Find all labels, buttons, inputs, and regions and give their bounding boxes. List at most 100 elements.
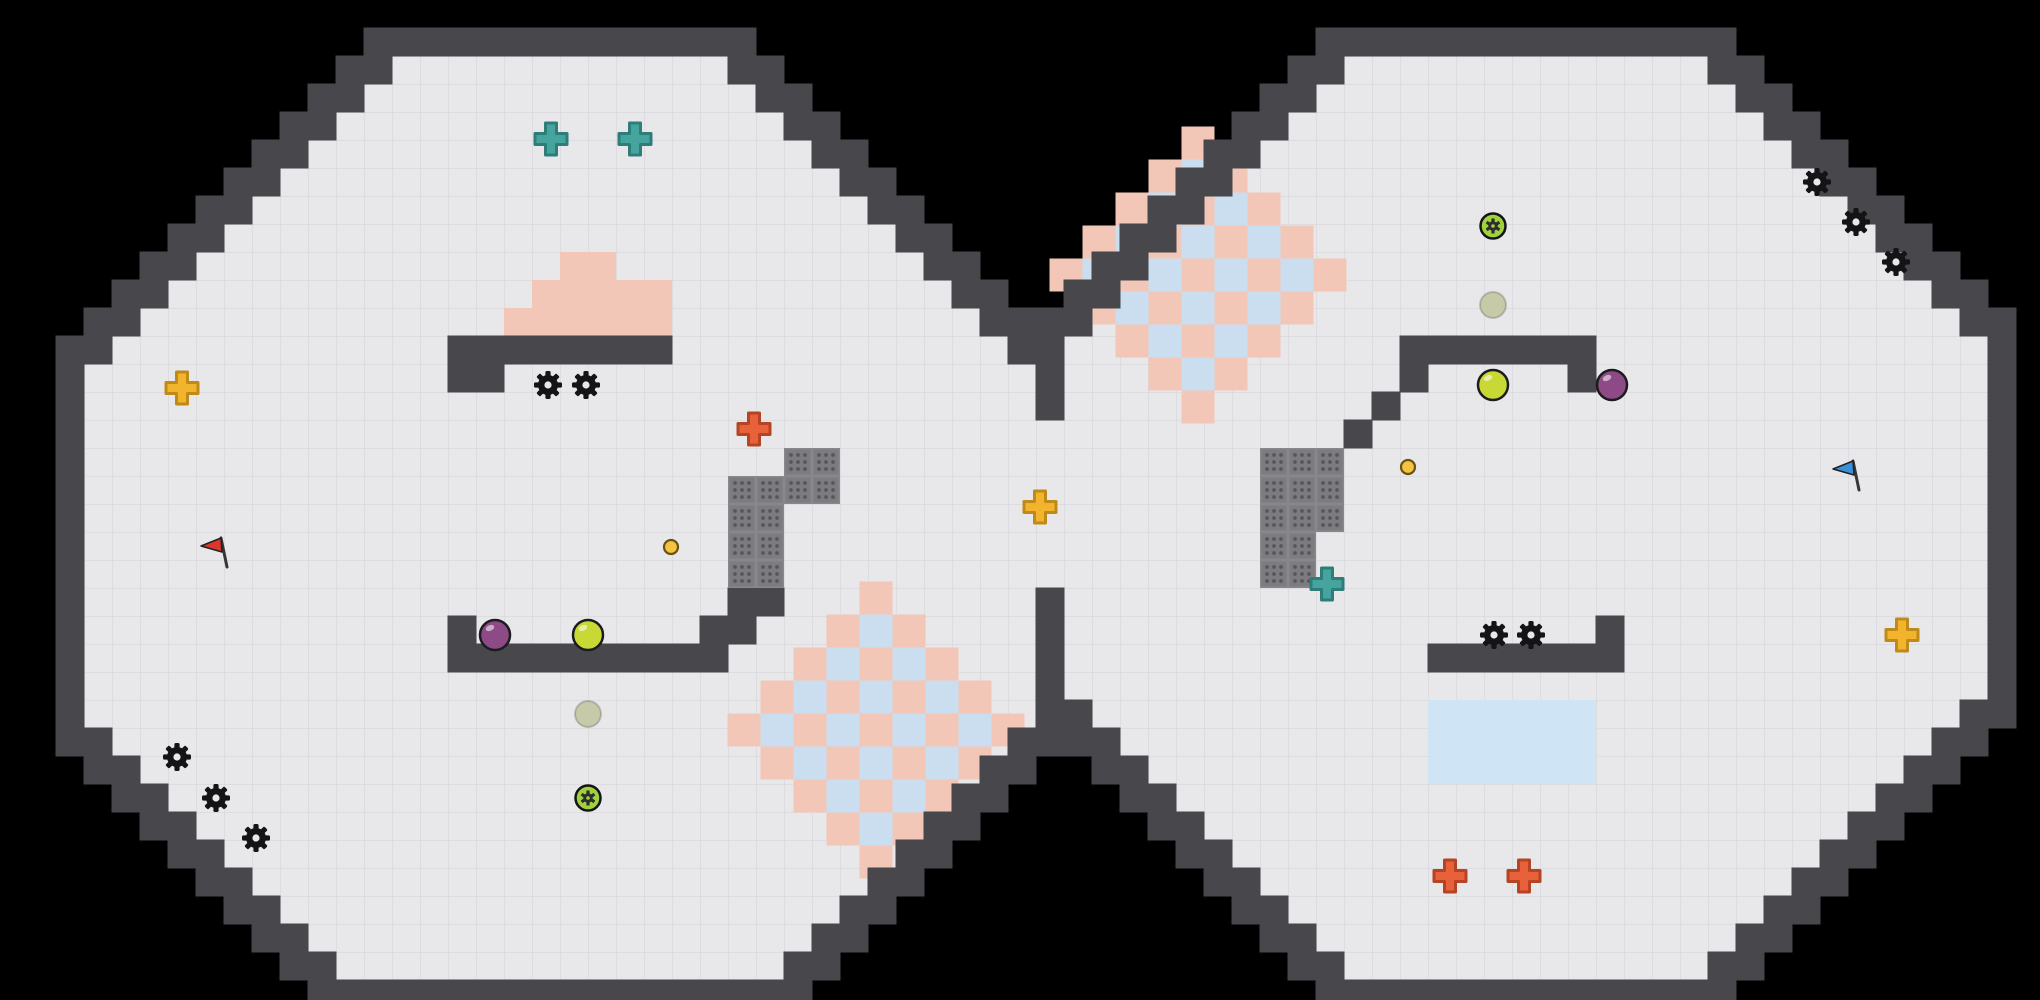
platform-tile [1567,335,1597,365]
checker-tile [892,680,926,714]
checker-tile [958,713,992,747]
blue-tile [1456,728,1484,756]
platform-tile [447,643,477,673]
checker-tile [859,647,893,681]
red-flag-icon [200,536,229,569]
platform-tile [1539,335,1569,365]
brick-tile [1316,476,1344,504]
checker-tile [925,746,959,780]
brick-tile [1260,476,1288,504]
checker-tile [727,713,761,747]
platform-tile [615,643,645,673]
checker-tile [859,614,893,648]
platform-tile [643,335,673,365]
checker-tile [1148,357,1182,391]
checker-tile [793,680,827,714]
checker-tile [1247,225,1281,259]
platform-tile [1399,363,1429,393]
checker-tile [1280,258,1314,292]
brick-tile [1288,448,1316,476]
platform-tile [1371,391,1401,421]
gear-ball [1479,212,1507,240]
cross-pickup-orange-icon [736,411,772,447]
lime-ball [1476,368,1510,402]
purple-ball [1595,368,1629,402]
brick-tile [756,504,784,532]
pink-tile [560,280,588,308]
blue-tile [1456,756,1484,784]
platform-tile [503,335,533,365]
pink-tile [532,308,560,336]
platforms-layer [447,335,1625,673]
platform-tile [1455,335,1485,365]
checker-tile [793,713,827,747]
platform-tile [1539,643,1569,673]
checker-tile [1214,258,1248,292]
checker-tile [793,647,827,681]
checker-tile [859,581,893,615]
blue-tile [1428,700,1456,728]
platform-tile [587,335,617,365]
blue-tile [1484,756,1512,784]
blue-tile [1568,700,1596,728]
checker-tile [859,746,893,780]
checker-tile [760,746,794,780]
checker-tile [925,647,959,681]
coin-icon [1399,458,1417,476]
checker-tile [1247,324,1281,358]
brick-tile [728,504,756,532]
platform-tile [755,587,785,617]
platform-tile [1427,335,1457,365]
checker-tile [1115,192,1149,226]
checker-tile [892,746,926,780]
checker-tile [1181,225,1215,259]
lime-ball [571,618,605,652]
checker-tile [1181,324,1215,358]
checker-tile [859,812,893,846]
platform-tile [1595,615,1625,645]
brick-tile [756,560,784,588]
platform-tile [1483,643,1513,673]
checker-tile [859,779,893,813]
gear-hazard-icon [1517,621,1545,649]
coin-icon [662,538,680,556]
checker-tile [892,647,926,681]
platform-tile [475,335,505,365]
checker-tile [892,779,926,813]
checker-tile [1214,225,1248,259]
platform-tile [1455,643,1485,673]
pink-tile [560,308,588,336]
brick-tile [784,476,812,504]
platform-tile [727,615,757,645]
gear-hazard-icon [534,371,562,399]
cross-pickup-orange-icon [1506,858,1542,894]
cross-pickup-teal-icon [1309,566,1345,602]
brick-tile [812,476,840,504]
checker-tile [892,713,926,747]
checker-tile [1181,258,1215,292]
checker-tile [859,680,893,714]
pink-tile [504,308,532,336]
checker-tile [793,779,827,813]
pink-tile [616,280,644,308]
pink-tile [588,280,616,308]
platform-tile [447,335,477,365]
brick-tile [1260,560,1288,588]
blue-tile [1540,756,1568,784]
checker-tile [793,746,827,780]
gear-hazard-icon [1480,621,1508,649]
pink-tile [532,280,560,308]
checker-tile [1181,390,1215,424]
checker-tile [826,713,860,747]
platform-tile [1567,643,1597,673]
platform-tile [1483,335,1513,365]
checker-tile [1247,192,1281,226]
gear-hazard-icon [1803,168,1831,196]
checker-tile [1214,291,1248,325]
checker-tile [925,680,959,714]
brick-tile [756,532,784,560]
gear-hazard-icon [163,743,191,771]
blue-tile [1512,700,1540,728]
